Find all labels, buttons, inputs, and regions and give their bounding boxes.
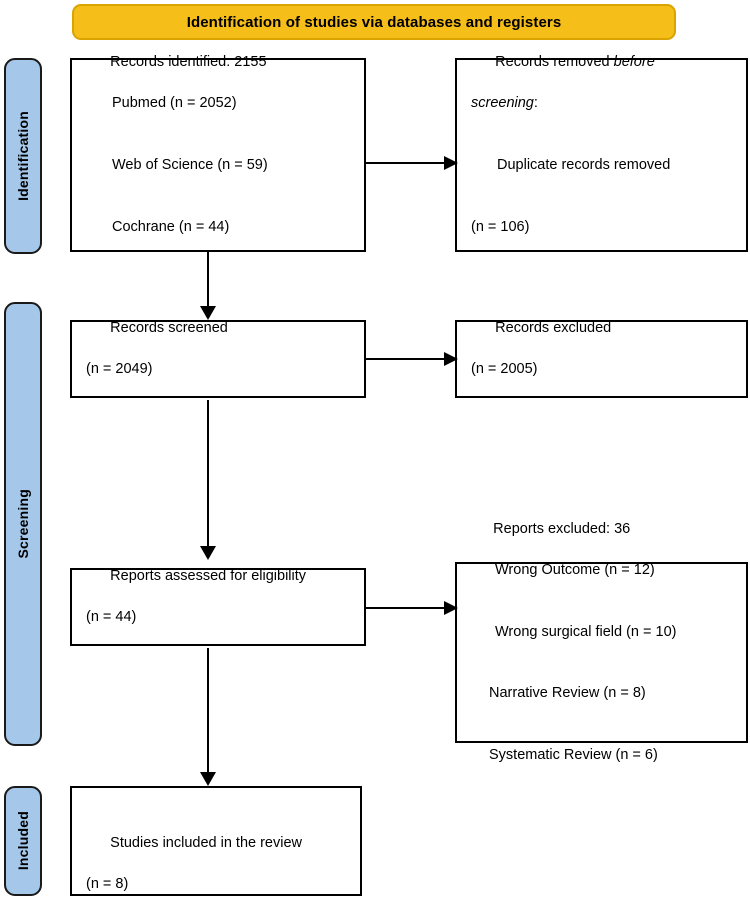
- records-removed-line-3: Duplicate records removed: [497, 157, 671, 173]
- reports-excluded-line-2: Wrong Outcome (n = 12): [495, 561, 655, 578]
- studies-included-line-1: Studies included in the review: [110, 834, 303, 851]
- box-records-screened-text: Records screened (n = 2049): [72, 297, 228, 420]
- records-identified-line-4: Cochrane (n = 44): [112, 218, 230, 235]
- phase-bar-identification: Identification: [4, 58, 42, 254]
- records-removed-line-1: Records removed before: [495, 54, 655, 71]
- box-records-removed-text: Records removed before screening: Duplic…: [457, 32, 670, 279]
- arrow-assessed-to-excluded: [366, 597, 458, 619]
- box-records-identified: Records identified: 2155 Pubmed (n = 205…: [70, 54, 366, 252]
- reports-excluded-line-4: Narrative Review (n = 8): [489, 685, 646, 702]
- reports-excluded-line-5: Systematic Review (n = 6): [489, 747, 658, 764]
- records-identified-line-2: Pubmed (n = 2052): [112, 95, 237, 112]
- records-identified-line-3: Web of Science (n = 59): [112, 157, 268, 173]
- box-reports-assessed-text: Reports assessed for eligibility (n = 44…: [72, 545, 306, 668]
- phase-bar-screening: Screening: [4, 302, 42, 746]
- reports-excluded-line-3: Wrong surgical field (n = 10): [495, 623, 677, 640]
- box-studies-included-text: Studies included in the review (n = 8): [72, 788, 302, 901]
- box-reports-excluded: Reports excluded: 36 Wrong Outcome (n = …: [455, 521, 748, 763]
- records-screened-line-1: Records screened: [110, 319, 228, 336]
- box-studies-included: Studies included in the review (n = 8): [70, 786, 362, 896]
- records-screened-line-2: (n = 2049): [86, 361, 153, 377]
- phase-bar-included: Included: [4, 786, 42, 896]
- arrow-identified-to-screened: [196, 252, 220, 320]
- records-identified-line-1: Records identified: 2155: [110, 54, 267, 71]
- arrow-identified-to-removed: [366, 152, 458, 174]
- box-records-excluded-text: Records excluded (n = 2005): [457, 297, 611, 420]
- phase-bar-label-included: Included: [15, 811, 31, 871]
- reports-excluded-line-1: Reports excluded: 36: [493, 520, 631, 537]
- box-reports-excluded-text: Reports excluded: 36 Wrong Outcome (n = …: [457, 498, 676, 807]
- phase-banner-label: Identification of studies via databases …: [186, 13, 562, 31]
- arrow-assessed-to-included: [196, 648, 220, 786]
- reports-assessed-line-2: (n = 44): [86, 609, 137, 625]
- box-records-excluded: Records excluded (n = 2005): [455, 320, 748, 398]
- arrow-screened-to-excluded: [366, 348, 458, 370]
- phase-banner-identification: Identification of studies via databases …: [72, 4, 676, 40]
- records-excluded-line-2: (n = 2005): [471, 361, 538, 377]
- phase-bar-label-identification: Identification: [15, 111, 31, 201]
- reports-assessed-line-1: Reports assessed for eligibility: [110, 567, 307, 584]
- box-records-removed: Records removed before screening: Duplic…: [455, 54, 748, 252]
- studies-included-line-2: (n = 8): [86, 875, 129, 892]
- box-records-screened: Records screened (n = 2049): [70, 320, 366, 398]
- box-records-identified-text: Records identified: 2155 Pubmed (n = 205…: [72, 32, 268, 279]
- arrow-screened-to-assessed: [196, 400, 220, 560]
- records-removed-line-4: (n = 106): [471, 218, 530, 235]
- records-excluded-line-1: Records excluded: [495, 319, 612, 336]
- phase-bar-label-screening: Screening: [15, 489, 31, 559]
- box-reports-assessed: Reports assessed for eligibility (n = 44…: [70, 568, 366, 646]
- records-removed-line-2: screening:: [471, 95, 538, 112]
